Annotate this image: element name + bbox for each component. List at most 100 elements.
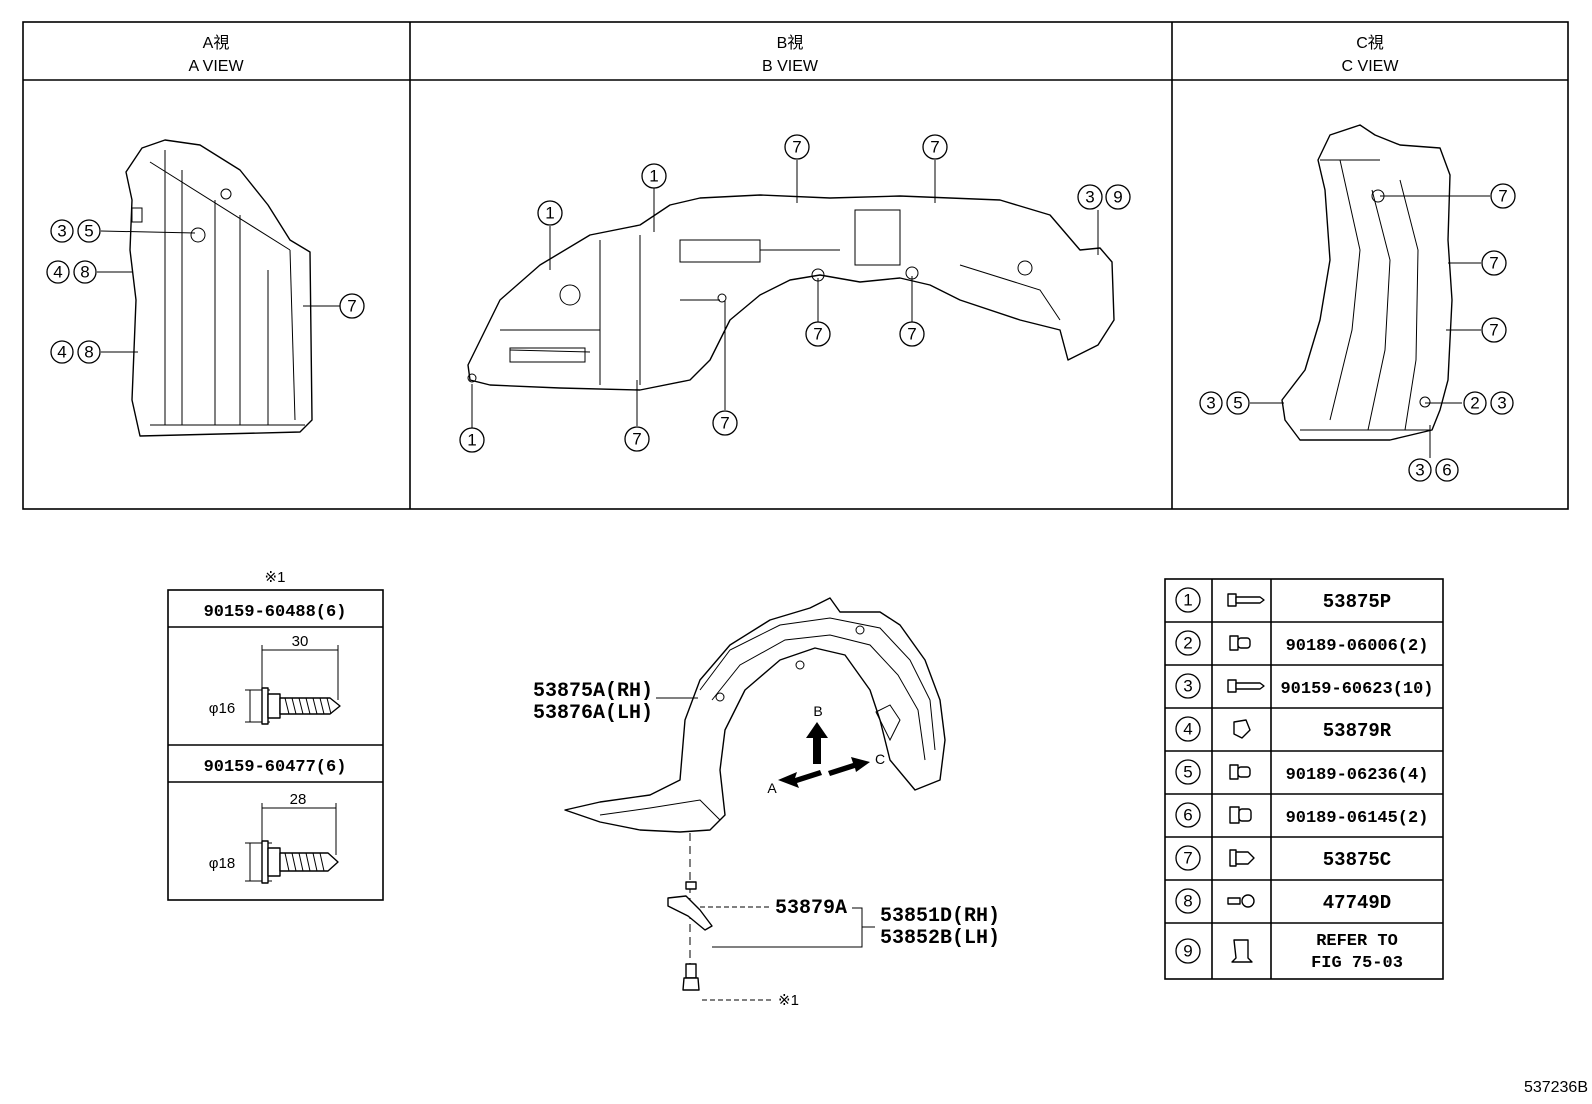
bolt-2-diameter: φ18 (209, 855, 235, 872)
legend-row: 9 REFER TO FIG 75-03 (1175, 932, 1403, 973)
legend-num: 4 (1183, 720, 1192, 739)
legend-num: 8 (1183, 892, 1192, 911)
clip-label: 53879A (775, 897, 847, 920)
legend-row: 6 90189-06145(2) (1175, 802, 1429, 828)
callout-a-8: 8 (80, 263, 89, 282)
callout-c-3b: 3 (1497, 394, 1506, 413)
callout-a-8b: 8 (84, 343, 93, 362)
legend-part: 47749D (1323, 892, 1391, 914)
view-b-title-jp: B視 (777, 34, 804, 52)
bolt-ref-mark: ※1 (265, 569, 286, 586)
legend-part: 53879R (1323, 720, 1392, 742)
bolt-2-part-no: 90159-60477(6) (204, 758, 347, 777)
callout-b-1b: 1 (649, 167, 658, 186)
callout-c-7a: 7 (1498, 187, 1507, 206)
callout-a-4b: 4 (57, 343, 66, 362)
legend-row: 4 53879R (1175, 716, 1392, 742)
bracket-clip-icon (1231, 939, 1253, 963)
view-callouts (97, 160, 1490, 458)
bolt-1-diameter: φ16 (209, 700, 235, 717)
callout-b-7a: 7 (792, 138, 801, 157)
bolt-detail: ※1 90159-60488(6) 90159-60477(6) 30 φ16 (167, 569, 384, 901)
callout-b-7e: 7 (720, 414, 729, 433)
figure-id: 537236B (1524, 1079, 1588, 1096)
callout-c-7b: 7 (1489, 254, 1498, 273)
liner-lh-label: 53876A(LH) (533, 702, 653, 725)
legend-rows: 1 53875P 2 90189-06006(2) 3 90159-60623(… (1175, 587, 1434, 973)
liner-rh-label: 53875A(RH) (533, 680, 653, 703)
rivet-icon (1227, 894, 1255, 908)
callout-b-7c: 7 (813, 325, 822, 344)
view-c-header: C視 C VIEW (1342, 34, 1400, 75)
arrow-c-label: C (875, 751, 885, 767)
view-c-title-jp: C視 (1356, 34, 1384, 52)
arrow-a-icon (778, 770, 822, 788)
legend-num: 1 (1183, 591, 1192, 610)
bolt-2-length: 28 (290, 791, 307, 808)
legend-part: REFER TO (1316, 932, 1398, 951)
view-panels (22, 21, 1569, 510)
bolt-1-drawing: 30 φ16 (209, 633, 341, 725)
callout-circles: 3 5 4 8 4 8 7 1 1 1 7 7 3 9 7 7 7 7 7 7 … (46, 134, 1516, 482)
callout-c-6: 6 (1442, 461, 1451, 480)
callout-b-1c: 1 (467, 431, 476, 450)
bracket-rh-label: 53851D(RH) (880, 905, 1000, 928)
legend-part: 90189-06236(4) (1286, 766, 1429, 785)
legend-row: 3 90159-60623(10) (1175, 673, 1434, 699)
screw-icon (1227, 679, 1265, 693)
callout-a-7: 7 (347, 297, 356, 316)
legend-num: 9 (1183, 942, 1192, 961)
view-b-title-en: B VIEW (762, 58, 819, 75)
callout-c-3c: 3 (1415, 461, 1424, 480)
bolt-1-part-no: 90159-60488(6) (204, 603, 347, 622)
legend-part: 53875P (1323, 591, 1391, 613)
legend-table (1164, 578, 1444, 980)
arrow-c-icon (828, 757, 870, 776)
callout-b-9: 9 (1113, 188, 1122, 207)
legend-part: 90189-06006(2) (1286, 637, 1429, 656)
callout-a-4: 4 (53, 263, 62, 282)
callout-c-2: 2 (1470, 394, 1479, 413)
view-a-header: A視 A VIEW (188, 34, 244, 75)
fender-liner-drawing (564, 597, 946, 991)
legend-part-line2: FIG 75-03 (1311, 954, 1403, 973)
view-b-header: B視 B VIEW (762, 34, 819, 75)
bracket-lh-label: 53852B(LH) (880, 927, 1000, 950)
legend-part: 90159-60623(10) (1280, 680, 1433, 699)
legend-row: 7 53875C (1175, 845, 1391, 871)
callout-b-7d: 7 (907, 325, 916, 344)
push-clip-icon (1229, 849, 1255, 867)
callout-b-1a: 1 (545, 204, 554, 223)
callout-c-3a: 3 (1206, 394, 1215, 413)
legend-row: 5 90189-06236(4) (1175, 759, 1429, 785)
callout-a-3: 3 (57, 222, 66, 241)
nut-icon (1229, 806, 1252, 824)
view-b-drawing (467, 194, 1115, 391)
nut-icon (1229, 635, 1251, 651)
legend-row: 2 90189-06006(2) (1175, 630, 1429, 656)
arrow-b-label: B (813, 703, 822, 719)
callout-c-7c: 7 (1489, 321, 1498, 340)
bolt-1-length: 30 (292, 633, 309, 650)
arrow-a-label: A (767, 780, 777, 796)
main-labels: 53875A(RH) 53876A(LH) 53879A 53851D(RH) … (533, 680, 1000, 1009)
legend-num: 2 (1183, 634, 1192, 653)
bolt-2-drawing: 28 φ18 (209, 791, 339, 884)
callout-c-5: 5 (1233, 394, 1242, 413)
legend-part: 53875C (1323, 849, 1391, 871)
nut-icon (1229, 764, 1251, 780)
view-direction-arrows: B A C (767, 703, 885, 796)
legend-part: 90189-06145(2) (1286, 809, 1429, 828)
legend-num: 3 (1183, 677, 1192, 696)
legend-num: 5 (1183, 763, 1192, 782)
view-a-drawing (125, 139, 313, 437)
clip-nut-icon (1233, 719, 1251, 739)
callout-b-7f: 7 (632, 430, 641, 449)
view-c-drawing (1281, 124, 1453, 441)
arrow-b-icon (806, 722, 828, 764)
view-a-title-en: A VIEW (188, 58, 244, 75)
legend-row: 8 47749D (1175, 888, 1391, 914)
legend-row: 1 53875P (1175, 587, 1391, 613)
callout-b-3: 3 (1085, 188, 1094, 207)
